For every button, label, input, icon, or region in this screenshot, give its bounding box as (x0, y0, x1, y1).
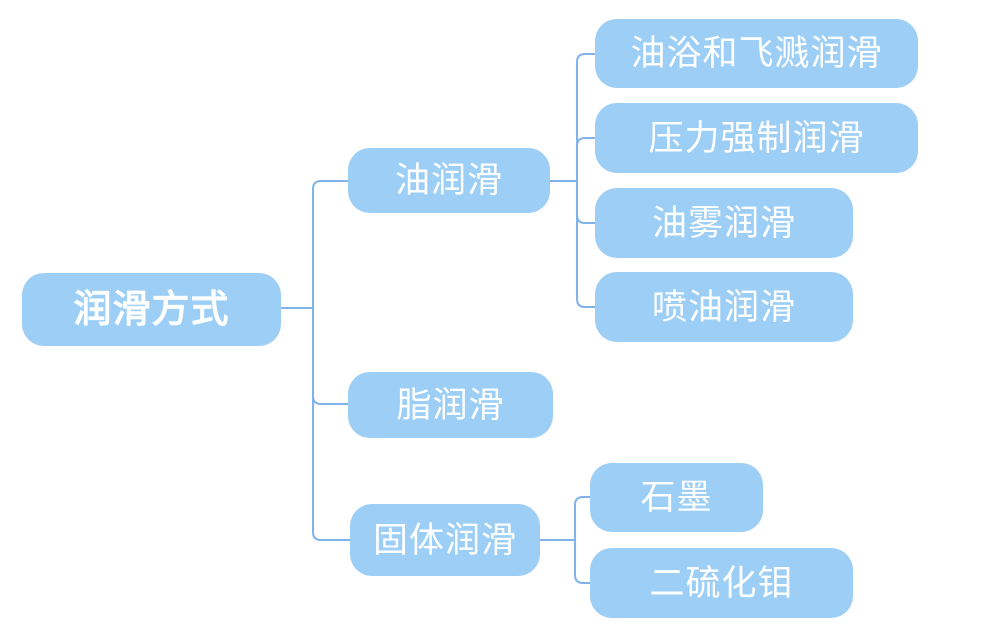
node-oil-jet-label: 喷油润滑 (651, 287, 796, 327)
node-solid-lubrication-label: 固体润滑 (372, 520, 517, 560)
node-oil-lubrication[interactable]: 油润滑 (348, 148, 550, 213)
node-molybdenum-disulfide[interactable]: 二硫化钼 (590, 548, 853, 618)
connector-solid-to-graphite (574, 496, 590, 540)
connector-oil-to-jet (576, 181, 595, 308)
node-oil-lubrication-label: 油润滑 (394, 161, 503, 200)
node-oil-mist-label: 油雾润滑 (651, 203, 796, 243)
node-oil-bath-splash-label: 油浴和飞溅润滑 (630, 34, 883, 73)
connector-root-to-oil (312, 180, 348, 308)
node-solid-lubrication[interactable]: 固体润滑 (350, 504, 540, 576)
node-graphite-label: 石墨 (640, 478, 713, 517)
connector-solid-to-moly (574, 540, 590, 584)
connector-oil-to-bath (576, 53, 595, 181)
connector-root-to-grease (312, 308, 348, 405)
node-pressure-forced[interactable]: 压力强制润滑 (595, 103, 918, 173)
connector-oil-to-pressure (576, 137, 595, 181)
node-oil-bath-splash[interactable]: 油浴和飞溅润滑 (595, 19, 918, 88)
connector-root-to-solid (312, 308, 350, 541)
node-molybdenum-disulfide-label: 二硫化钼 (649, 563, 794, 603)
node-oil-jet[interactable]: 喷油润滑 (595, 272, 853, 342)
node-root-label: 润滑方式 (73, 288, 230, 331)
node-pressure-forced-label: 压力强制润滑 (648, 118, 865, 158)
connector-oil-to-mist (576, 181, 595, 224)
node-root[interactable]: 润滑方式 (22, 273, 281, 346)
node-grease-lubrication[interactable]: 脂润滑 (348, 372, 553, 438)
node-oil-mist[interactable]: 油雾润滑 (595, 188, 853, 258)
node-grease-lubrication-label: 脂润滑 (396, 385, 505, 425)
node-graphite[interactable]: 石墨 (590, 463, 763, 532)
